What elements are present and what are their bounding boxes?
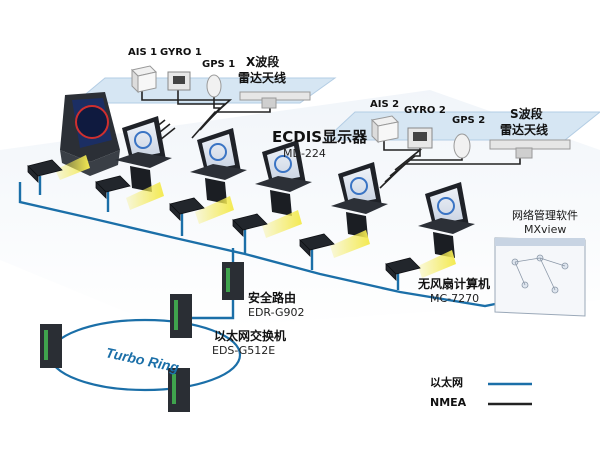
gyro2-device — [407, 127, 433, 149]
ethernet-lines — [18, 176, 507, 320]
sband-antenna — [489, 139, 571, 159]
gyro1-device — [167, 71, 191, 91]
gps2-label: GPS 2 — [452, 115, 486, 126]
nms-model: MXview — [524, 223, 567, 236]
radar-console — [60, 92, 120, 176]
ecdis-console-4 — [331, 162, 388, 238]
switch-title: 以太网交换机 — [214, 329, 287, 343]
legend-ethernet-label: 以太网 — [430, 376, 463, 389]
computer-title: 无风扇计算机 — [418, 277, 491, 291]
security-router — [222, 262, 244, 300]
gps1-label: GPS 1 — [202, 59, 236, 70]
gps1-device — [206, 74, 222, 98]
ecdis-title: ECDIS显示器 — [272, 128, 368, 146]
ecdis-console-3 — [255, 140, 312, 216]
xband-label-1: X波段 — [246, 55, 280, 69]
legend-nmea-label: NMEA — [430, 396, 467, 409]
xband-antenna — [239, 91, 311, 109]
router-title: 安全路由 — [248, 291, 297, 305]
ais1-label: AIS 1 — [128, 47, 158, 58]
ais2-label: AIS 2 — [370, 99, 400, 110]
computer-model: MC-7270 — [430, 292, 480, 305]
ecdis-console-5 — [418, 182, 475, 258]
ecdis-model: MD-224 — [283, 147, 326, 160]
sband-label-2: 雷达天线 — [500, 123, 549, 137]
mxview-window — [494, 237, 586, 317]
nms-title: 网络管理软件 — [512, 209, 578, 222]
fanless-computers — [27, 159, 421, 281]
ecdis-console-2 — [190, 128, 247, 204]
switch-model: EDS-G512E — [212, 344, 276, 357]
turbo-ring-label: Turbo Ring — [104, 344, 181, 375]
gyro2-label: GYRO 2 — [404, 105, 446, 116]
ecdis-console-1 — [115, 116, 172, 192]
xband-label-2: 雷达天线 — [238, 71, 287, 85]
gps2-device — [453, 133, 471, 159]
ais2-device — [370, 115, 400, 144]
ais1-device — [131, 65, 157, 94]
router-model: EDR-G902 — [248, 306, 305, 319]
beams — [55, 155, 456, 278]
sband-label-1: S波段 — [510, 107, 543, 121]
ethernet-switches — [40, 294, 192, 412]
gyro1-label: GYRO 1 — [160, 47, 202, 58]
